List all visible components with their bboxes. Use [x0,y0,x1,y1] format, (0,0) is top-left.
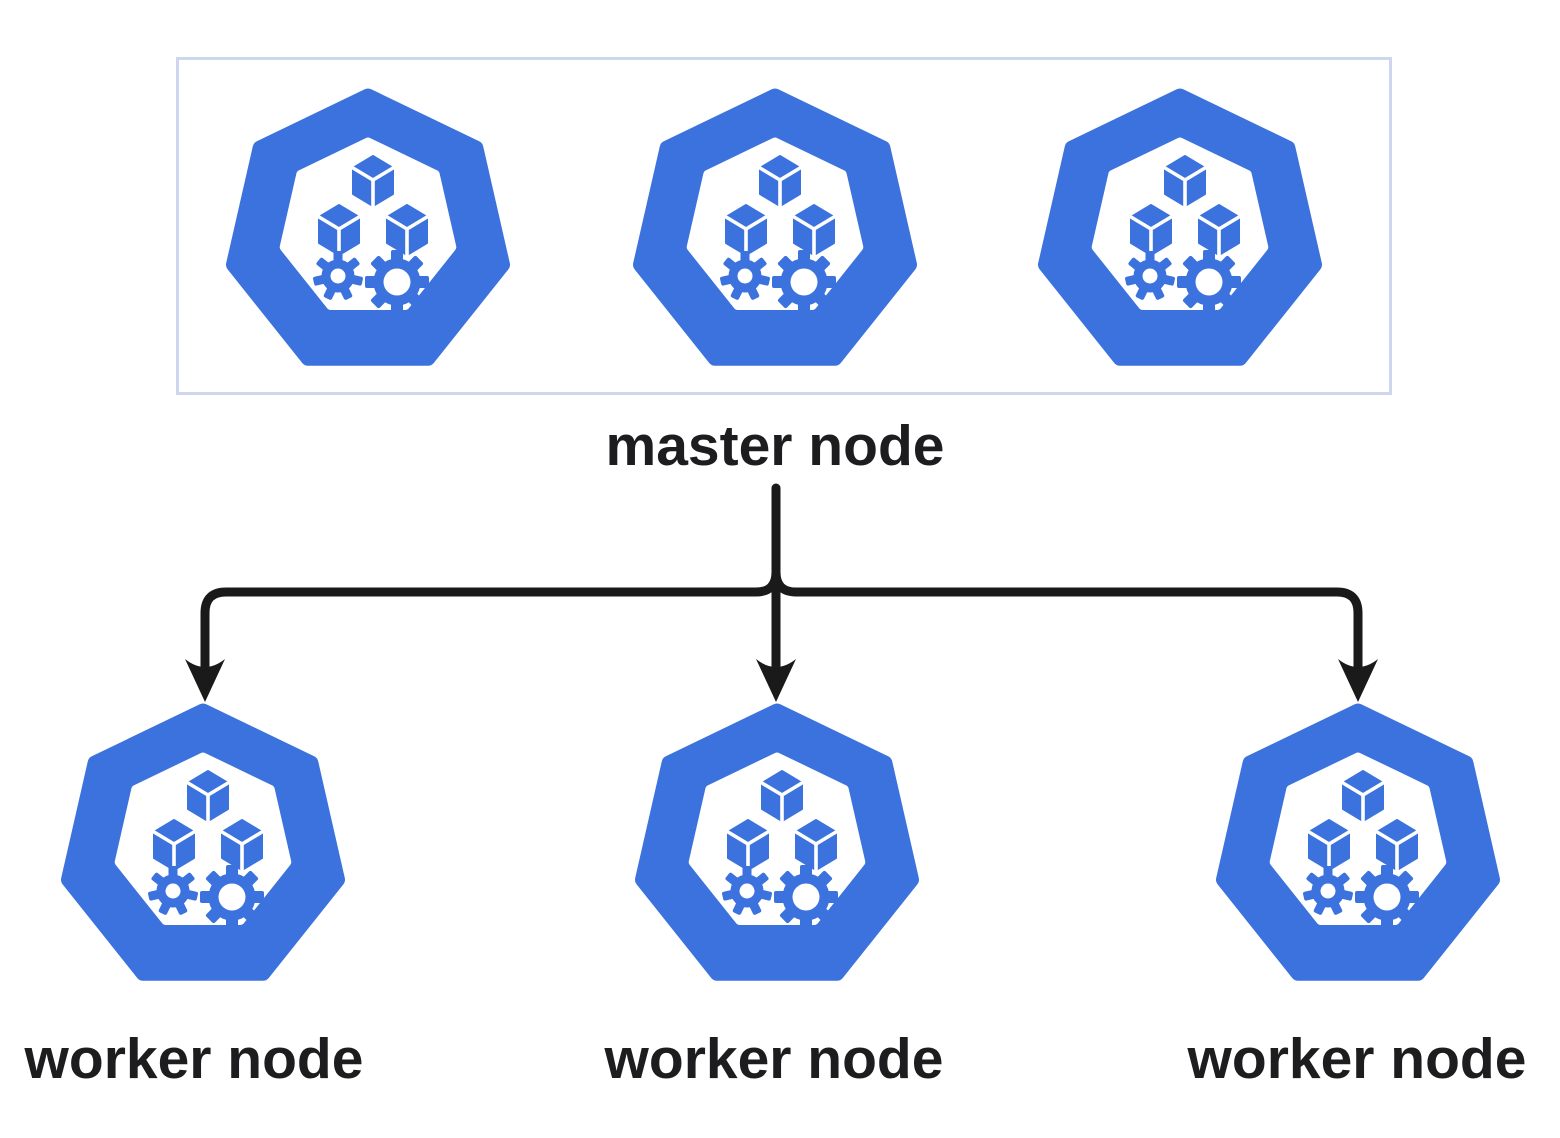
kubernetes-master-icon-3 [1038,88,1322,372]
kubernetes-worker-icon-3 [1216,703,1500,987]
worker-node-label-1: worker node [24,1027,364,1091]
master-node-label: master node [605,414,945,478]
kubernetes-worker-icon-1 [61,703,345,987]
kubernetes-master-icon-2 [633,88,917,372]
worker-node-label-3: worker node [1187,1027,1527,1091]
arrowhead-center [756,659,796,702]
arrow-line-left-branch [200,567,781,673]
arrow-line-right-branch [771,567,1363,673]
kubernetes-master-icon-1 [226,88,510,372]
arrowhead-right [1338,659,1378,702]
worker-node-label-2: worker node [604,1027,944,1091]
arrowhead-left [185,659,225,702]
kubernetes-worker-icon-2 [635,703,919,987]
